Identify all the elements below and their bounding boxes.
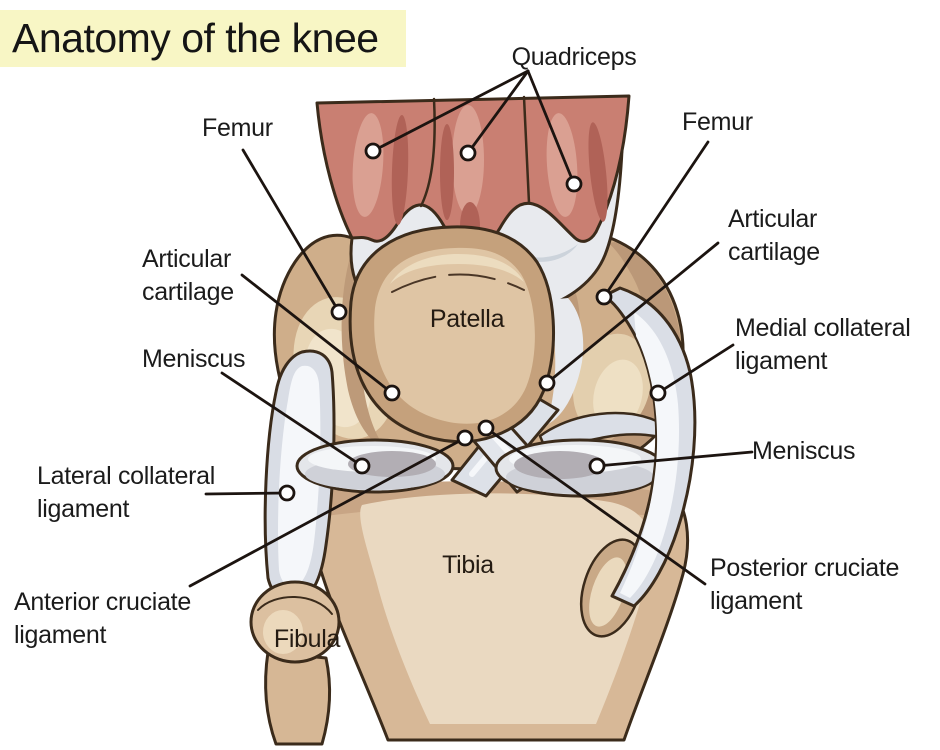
label-anterior-cruciate-ligament: Anterior cruciate ligament: [14, 588, 191, 649]
label-lateral-collateral-ligament: Lateral collateral ligament: [37, 462, 216, 523]
meniscus-right-shape: [494, 438, 666, 498]
label-articular-cartilage-right: Articular cartilage: [728, 205, 820, 266]
tibia-bone: [307, 474, 690, 742]
meniscus-left-shape: [295, 438, 455, 494]
label-meniscus-right: Meniscus: [752, 437, 856, 465]
label-femur-left: Femur: [202, 114, 273, 142]
label-quadriceps: Quadriceps: [511, 43, 637, 71]
callout-markers: [278, 142, 667, 502]
label-meniscus-left: Meniscus: [142, 345, 246, 373]
label-fibula: Fibula: [273, 625, 341, 653]
label-posterior-cruciate-ligament: Posterior cruciate ligament: [710, 554, 900, 615]
quadriceps-muscle: [315, 94, 631, 252]
label-femur-right: Femur: [682, 108, 753, 136]
label-tibia: Tibia: [442, 551, 494, 579]
patella-bone: [348, 225, 555, 444]
label-articular-cartilage-left: Articular cartilage: [142, 245, 234, 306]
label-medial-collateral-ligament: Medial collateral ligament: [735, 314, 911, 375]
fibula-bone: [249, 580, 341, 746]
capsule-white-right: [546, 298, 584, 425]
label-patella: Patella: [429, 305, 505, 333]
callout-lines: [188, 69, 754, 588]
page-title: Anatomy of the knee: [0, 10, 406, 67]
